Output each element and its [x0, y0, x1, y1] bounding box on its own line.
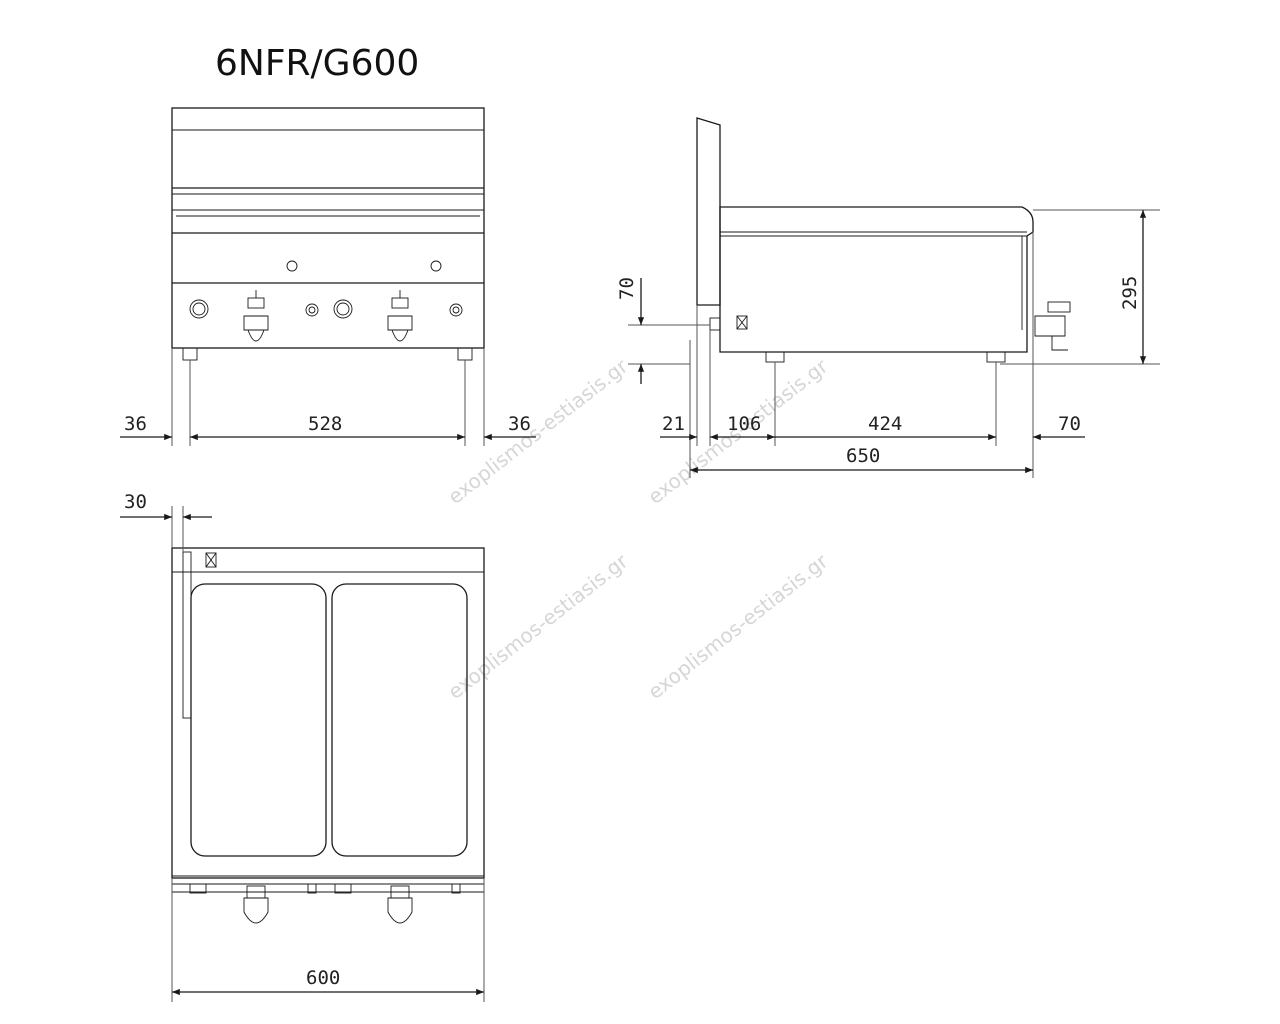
side-view: 70 295 21 106 424 70 650: [616, 117, 1160, 478]
dim-label-width: 600: [306, 967, 340, 989]
foot: [765, 351, 785, 363]
watermark-group: exoplismos-estiasis.gr exoplismos-estias…: [443, 353, 833, 703]
pilot-light-icon: [430, 260, 442, 272]
drain-tap-icon: [243, 290, 269, 342]
top-body-outline: [171, 547, 485, 879]
dim-label-height: 295: [1119, 276, 1141, 310]
dim-label-center: 528: [308, 413, 342, 435]
dim-label-left: 36: [124, 413, 147, 435]
gas-inlet-symbol: [736, 315, 748, 330]
knob-top-icon: [189, 883, 207, 894]
side-backsplash: [696, 117, 721, 306]
dim-label-106: 106: [727, 413, 761, 435]
dim-label-vertical-70: 70: [616, 277, 638, 300]
top-backsplash: [182, 551, 192, 719]
ignition-button-icon: [305, 303, 319, 317]
dim-label-depth: 650: [846, 445, 880, 467]
drain-tap-icon: [1034, 301, 1071, 351]
dim-label-offset: 30: [124, 491, 147, 513]
drain-tap-icon: [387, 290, 413, 342]
drain-tap-icon: [243, 885, 269, 924]
drain-tap-icon: [387, 885, 413, 924]
ignition-button-icon: [449, 303, 463, 317]
knob-top-icon: [334, 883, 352, 894]
dim-label-424: 424: [868, 413, 902, 435]
watermark-4: exoplismos-estiasis.gr: [643, 548, 833, 703]
foot: [457, 347, 473, 361]
watermark-1: exoplismos-estiasis.gr: [443, 353, 633, 508]
pilot-light-icon: [286, 260, 298, 272]
control-knob-icon: [333, 299, 353, 319]
top-view: 30 600: [120, 491, 485, 1002]
fryer-tank-left: [190, 583, 327, 857]
front-view: 36 528 36: [120, 107, 536, 446]
front-body-outline: [171, 107, 485, 349]
gas-inlet-symbol: [205, 552, 217, 568]
dim-label-21: 21: [662, 413, 685, 435]
dim-label-right: 36: [508, 413, 531, 435]
control-knob-icon: [189, 299, 209, 319]
foot: [182, 347, 198, 361]
foot: [986, 351, 1006, 363]
dim-label-70: 70: [1058, 413, 1081, 435]
gas-connection: [709, 317, 721, 331]
side-body-outline: [719, 206, 1034, 353]
fryer-tank-right: [331, 583, 468, 857]
drawing-title: 6NFR/G600: [215, 43, 419, 84]
